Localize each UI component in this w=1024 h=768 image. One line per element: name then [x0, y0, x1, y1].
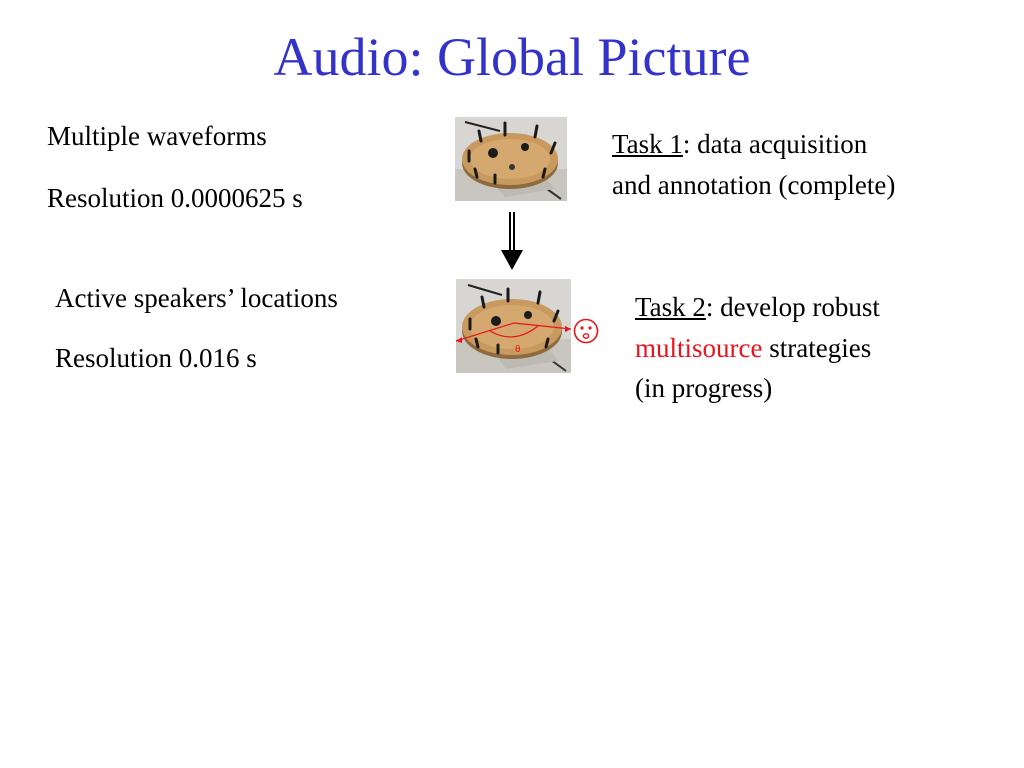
- task2-line3: (in progress): [635, 373, 773, 403]
- waveform-resolution: Resolution 0.0000625 s: [47, 183, 303, 213]
- task1-line1: Task 1: data acquisition: [612, 128, 867, 160]
- task2-label: Task 2: [635, 292, 706, 322]
- waveforms-label: Multiple waveforms: [47, 121, 267, 151]
- theta-label: θ: [515, 345, 521, 355]
- task2-strategies: strategies: [762, 333, 872, 363]
- task2-line2: multisource strategies: [635, 332, 871, 364]
- task2-description: : develop robust: [705, 292, 880, 322]
- multisource-highlight: multisource: [635, 333, 763, 363]
- microphone-array-photo: [455, 117, 567, 201]
- speaker-locations-label: Active speakers’ locations: [55, 283, 338, 313]
- microphone-array-angle-photo: θ: [456, 279, 571, 373]
- slide-title: Audio: Global Picture: [273, 27, 751, 87]
- down-arrow-icon: [499, 212, 525, 272]
- task2-line1: Task 2: develop robust: [635, 291, 880, 323]
- task1-label: Task 1: [612, 129, 683, 159]
- location-resolution: Resolution 0.016 s: [55, 343, 257, 373]
- face-icon: [573, 318, 599, 344]
- task1-description: : data acquisition: [682, 129, 868, 159]
- task1-line2: and annotation (complete): [612, 170, 896, 200]
